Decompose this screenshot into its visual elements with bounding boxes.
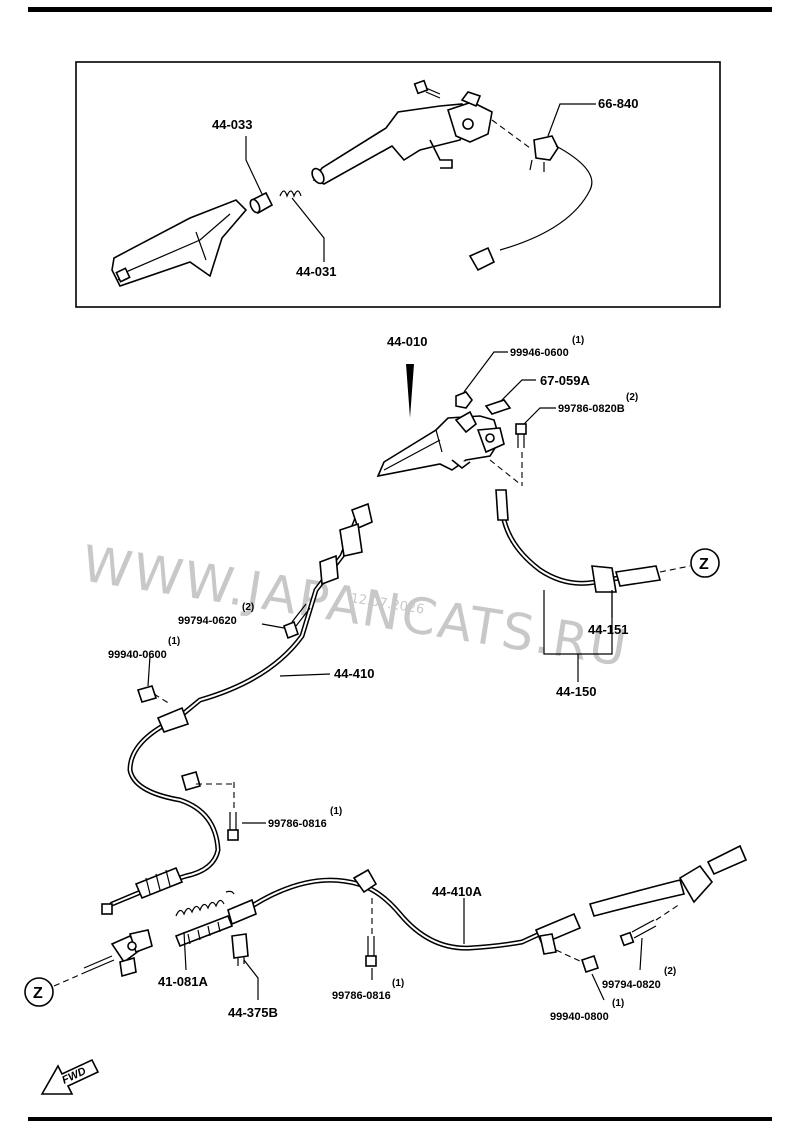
nut-99940-0600-part [136, 685, 158, 703]
lever-arm-part [311, 91, 493, 185]
leader-dashed-right-nut [555, 949, 583, 963]
part-label-44-150: 44-150 [556, 684, 596, 699]
top-rule [28, 7, 772, 12]
part-label-99946-0600: 99946-0600 [510, 347, 569, 359]
part-label-67-059A: 67-059A [540, 373, 590, 388]
leader-44-375B [243, 959, 259, 1000]
qty-99940-0600-upper: (1) [168, 636, 180, 647]
equalizer-part [83, 914, 234, 978]
bolt-part-inset [413, 79, 441, 99]
nut-99940-0800-part [580, 954, 600, 974]
part-label-99940-0600-upper: 99940-0600 [108, 649, 167, 661]
bolt-99786-0820B-part [515, 423, 527, 448]
push-button-part [249, 191, 274, 215]
parking-brake-lever-part [376, 410, 505, 478]
part-label-41-081A: 41-081A [158, 974, 208, 989]
brake-switch-part [468, 135, 593, 272]
leader-dashed-z-right [659, 565, 691, 573]
leader-44-410 [279, 673, 331, 677]
rear-cable-left-part [101, 502, 373, 915]
z-marker-left-label: Z [33, 985, 43, 1002]
fwd-direction-indicator: FWD [40, 1058, 100, 1095]
pointer-arrow-44-010 [406, 364, 414, 418]
qty-99946-0600: (1) [572, 335, 584, 346]
part-label-99786-0816-upper: 99786-0816 [268, 818, 327, 830]
part-label-66-840: 66-840 [598, 96, 638, 111]
part-label-44-151: 44-151 [588, 622, 628, 637]
leader-dashed-upper-nut [153, 693, 171, 705]
return-spring-part [175, 890, 235, 917]
part-label-44-010: 44-010 [387, 334, 427, 349]
qty-99786-0816-lower: (1) [392, 978, 404, 989]
bolt-99794-0620-part [283, 603, 311, 640]
part-label-44-375B: 44-375B [228, 1005, 278, 1020]
part-label-99940-0800: 99940-0800 [550, 1011, 609, 1023]
nut-99946-0600-part [455, 391, 473, 409]
part-label-99794-0620: 99794-0620 [178, 615, 237, 627]
rear-cable-right-part [227, 844, 748, 955]
z-marker-right-label: Z [699, 556, 709, 573]
leader-99940-0800 [591, 973, 605, 1001]
lever-grip-part [111, 199, 248, 287]
leader-dashed-lever [489, 452, 523, 486]
leader-99946 [463, 351, 508, 393]
part-label-44-031: 44-031 [296, 264, 336, 279]
bolt-99786-0816-upper-part [227, 812, 239, 841]
qty-99794-0620: (2) [242, 602, 254, 613]
leader-dashed-upper-bolt [196, 782, 235, 810]
qty-99786-0816-upper: (1) [330, 806, 342, 817]
inset-frame [75, 61, 721, 308]
qty-99786-0820B: (2) [626, 392, 638, 403]
leader-99940-0600-upper [147, 655, 151, 687]
bolt-99794-0820-part [619, 919, 657, 947]
part-label-44-410A: 44-410A [432, 884, 482, 899]
leader-41-081A [183, 931, 187, 971]
part-label-99786-0820B: 99786-0820B [558, 403, 625, 415]
bolt-99786-0816-lower-part [365, 936, 377, 967]
part-label-99786-0816-lower: 99786-0816 [332, 990, 391, 1002]
part-label-44-410: 44-410 [334, 666, 374, 681]
leader-99794-0820 [639, 937, 643, 971]
qty-99940-0800: (1) [612, 998, 624, 1009]
part-label-44-033: 44-033 [212, 117, 252, 132]
front-cable-part [495, 489, 662, 593]
leader-66-840 [547, 103, 596, 137]
leader-44-031 [291, 197, 325, 262]
qty-99794-0820: (2) [664, 966, 676, 977]
spring-part [279, 190, 302, 198]
leader-99794-0620 [261, 623, 285, 629]
z-marker-right [690, 548, 720, 578]
z-marker-left [24, 977, 54, 1007]
leader-67-059A [499, 379, 536, 403]
leader-99786-0820B [523, 407, 556, 425]
part-label-99794-0820: 99794-0820 [602, 979, 661, 991]
leader-dashed-z-left [53, 971, 87, 987]
leader-dashed-inset [491, 119, 531, 149]
bottom-rule [28, 1117, 772, 1121]
pad-67-059A-part [484, 399, 512, 415]
leader-44-033 [245, 136, 263, 195]
leader-dashed-right-bolt [655, 903, 681, 921]
